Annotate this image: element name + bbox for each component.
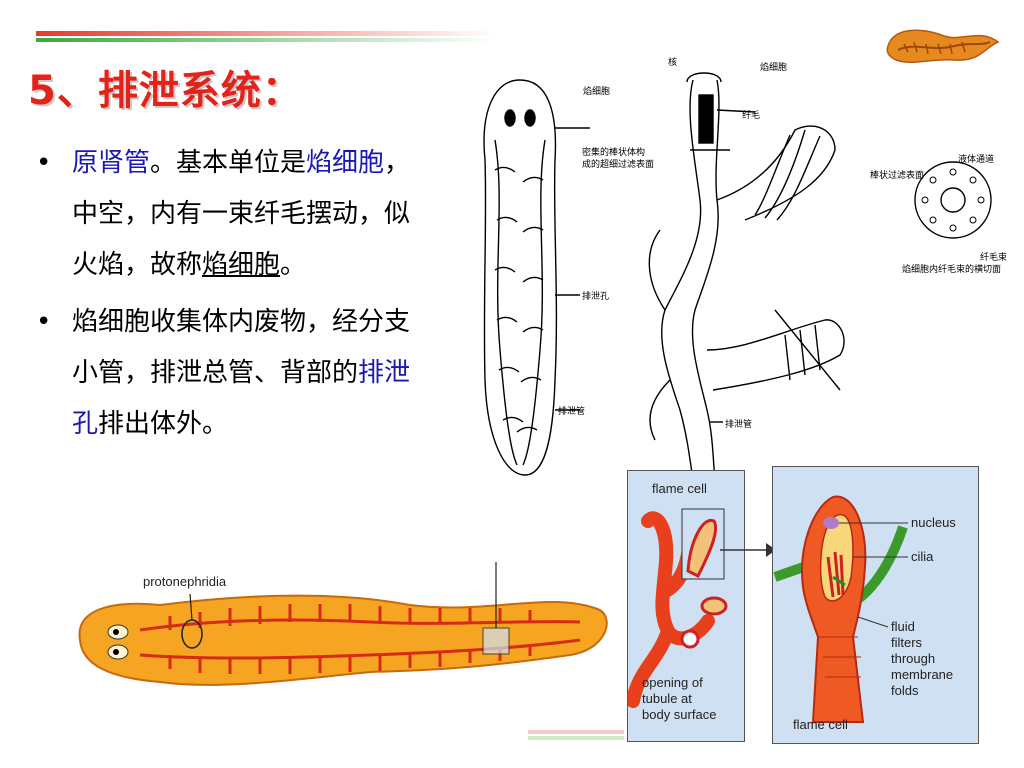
bullet-item-1: •原肾管。基本单位是焰细胞，中空，内有一束纤毛摆动，似火焰，故称焰细胞。 [36, 148, 411, 280]
label-fluid-2: filters [891, 635, 923, 650]
label-pore: 排泄孔 [582, 292, 610, 302]
label-fluid-1: fluid [891, 619, 915, 634]
flame-cell-panel-right: nucleus cilia fluid filters through memb… [772, 466, 979, 744]
label-opening-2: tubule at [642, 691, 692, 706]
bullet-1-segment-1: 。基本单位是 [150, 148, 307, 178]
label-opening-1: opening of [642, 675, 703, 690]
bullet-item-2: •焰细胞收集体内废物，经分支小管，排泄总管、背部的排泄孔排出体外。 [36, 307, 411, 439]
label-cilia: 纤毛 [742, 111, 761, 121]
header-stripes [36, 31, 496, 42]
label-nucleus-en: nucleus [911, 515, 956, 530]
label-cilia-bundle: 纤毛束 [980, 253, 1008, 263]
colored-planarian [78, 562, 608, 686]
cn-diagram [483, 72, 992, 481]
footer-stripes [528, 730, 624, 740]
label-nucleus: 核 [668, 58, 678, 68]
slide-title: 5、排泄系统： [28, 68, 303, 114]
bullet-1-segment-0: 原肾管 [72, 148, 151, 178]
label-opening-3: body surface [642, 707, 717, 722]
label-fluid-3: through [891, 651, 936, 666]
label-flame-cell-2: 焰细胞 [760, 63, 788, 73]
bullet-text-2: 焰细胞收集体内废物，经分支小管，排泄总管、背部的排泄孔排出体外。 [72, 307, 410, 439]
label-flame-cell-left: flame cell [652, 481, 707, 496]
label-fluid-5: folds [891, 683, 919, 698]
bullet-1-segment-4: 焰细胞 [202, 250, 281, 280]
bullet-1-segment-5: 。 [280, 250, 307, 280]
label-protonephridia: protonephridia [143, 574, 227, 589]
label-flame-cell-1: 焰细胞 [583, 87, 611, 97]
bullet-1-segment-3: ，中空，内有一束纤毛摆动，似火焰，故称 [72, 148, 411, 280]
bullet-2-segment-1: 排泄孔 [72, 358, 411, 439]
arrow-icon [720, 543, 776, 557]
label-cilia-en: cilia [911, 549, 934, 564]
planarian-logo-icon [886, 29, 1000, 63]
label-duct: 排泄管 [558, 407, 586, 417]
bullet-2-segment-0: 焰细胞收集体内废物，经分支小管，排泄总管、背部的 [72, 307, 411, 388]
bullet-text-1: 原肾管。基本单位是焰细胞，中空，内有一束纤毛摆动，似火焰，故称焰细胞。 [72, 148, 410, 280]
flame-cell-panel-left: flame cell opening of tubule at body sur… [627, 470, 745, 742]
label-duct-2: 排泄管 [725, 420, 753, 430]
label-filter-2: 成的超细过滤表面 [582, 160, 655, 170]
label-cross-section: 焰细胞内纤毛束的横切面 [902, 265, 1002, 275]
bullet-list: •原肾管。基本单位是焰细胞，中空，内有一束纤毛摆动，似火焰，故称焰细胞。 •焰细… [30, 138, 415, 450]
label-flame-cell-right: flame cell [793, 717, 848, 732]
label-filter-1: 密集的棒状体构 [582, 148, 646, 158]
label-fluid-4: membrane [891, 667, 954, 682]
bullet-2-segment-2: 排出体外。 [98, 409, 229, 439]
label-fluid-channel: 液体通道 [958, 155, 995, 165]
bullet-1-segment-2: 焰细胞 [306, 148, 385, 178]
label-rod-surface: 棒状过滤表面 [870, 171, 925, 181]
